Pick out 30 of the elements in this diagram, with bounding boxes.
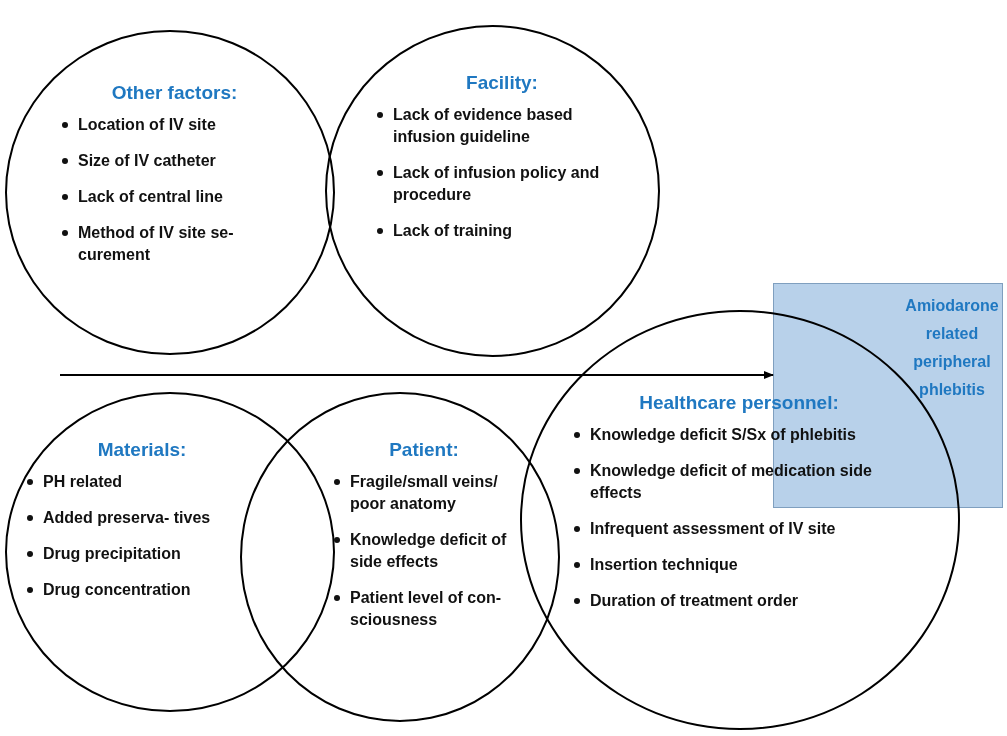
bullet-item: PH related xyxy=(43,472,123,492)
bullet-item: Duration of treatment order xyxy=(590,591,798,611)
bullet-item: Patient level of con- sciousness xyxy=(350,588,503,630)
effect-label: Amiodarone related peripheral phlebitis xyxy=(904,296,1000,400)
category-heading: Patient: xyxy=(388,439,460,461)
bullet-item: Fragile/small veins/ poor anatomy xyxy=(350,472,499,514)
cause-circle xyxy=(325,25,660,357)
cause-circle xyxy=(240,392,560,722)
bullet-item: Added preserva- tives xyxy=(43,508,211,528)
category-heading: Materials: xyxy=(96,439,188,461)
bullet-item: Lack of evidence based infusion guideline xyxy=(393,105,574,147)
category-heading: Facility: xyxy=(465,72,539,94)
bullet-item: Knowledge deficit S/Sx of phlebitis xyxy=(590,425,856,445)
bullet-item: Lack of training xyxy=(393,221,513,241)
bullet-item: Size of IV catheter xyxy=(78,151,216,171)
bullet-item: Knowledge deficit of side effects xyxy=(350,530,508,572)
bullet-item: Insertion technique xyxy=(590,555,738,575)
bullet-item: Knowledge deficit of medication side effects xyxy=(590,461,873,503)
bullet-item: Drug precipitation xyxy=(43,544,181,564)
cause-circle xyxy=(5,30,335,355)
category-heading: Healthcare personnel: xyxy=(638,392,840,414)
bullet-item: Method of IV site se- curement xyxy=(78,223,235,265)
bullet-item: Drug concentration xyxy=(43,580,191,600)
cause-circle xyxy=(5,392,335,712)
category-heading: Other factors: xyxy=(110,82,239,104)
bullet-item: Infrequent assessment of IV site xyxy=(590,519,836,539)
bullet-item: Location of IV site xyxy=(78,115,216,135)
bullet-item: Lack of central line xyxy=(78,187,223,207)
arrow xyxy=(59,371,774,379)
bullet-item: Lack of infusion policy and procedure xyxy=(393,163,601,205)
